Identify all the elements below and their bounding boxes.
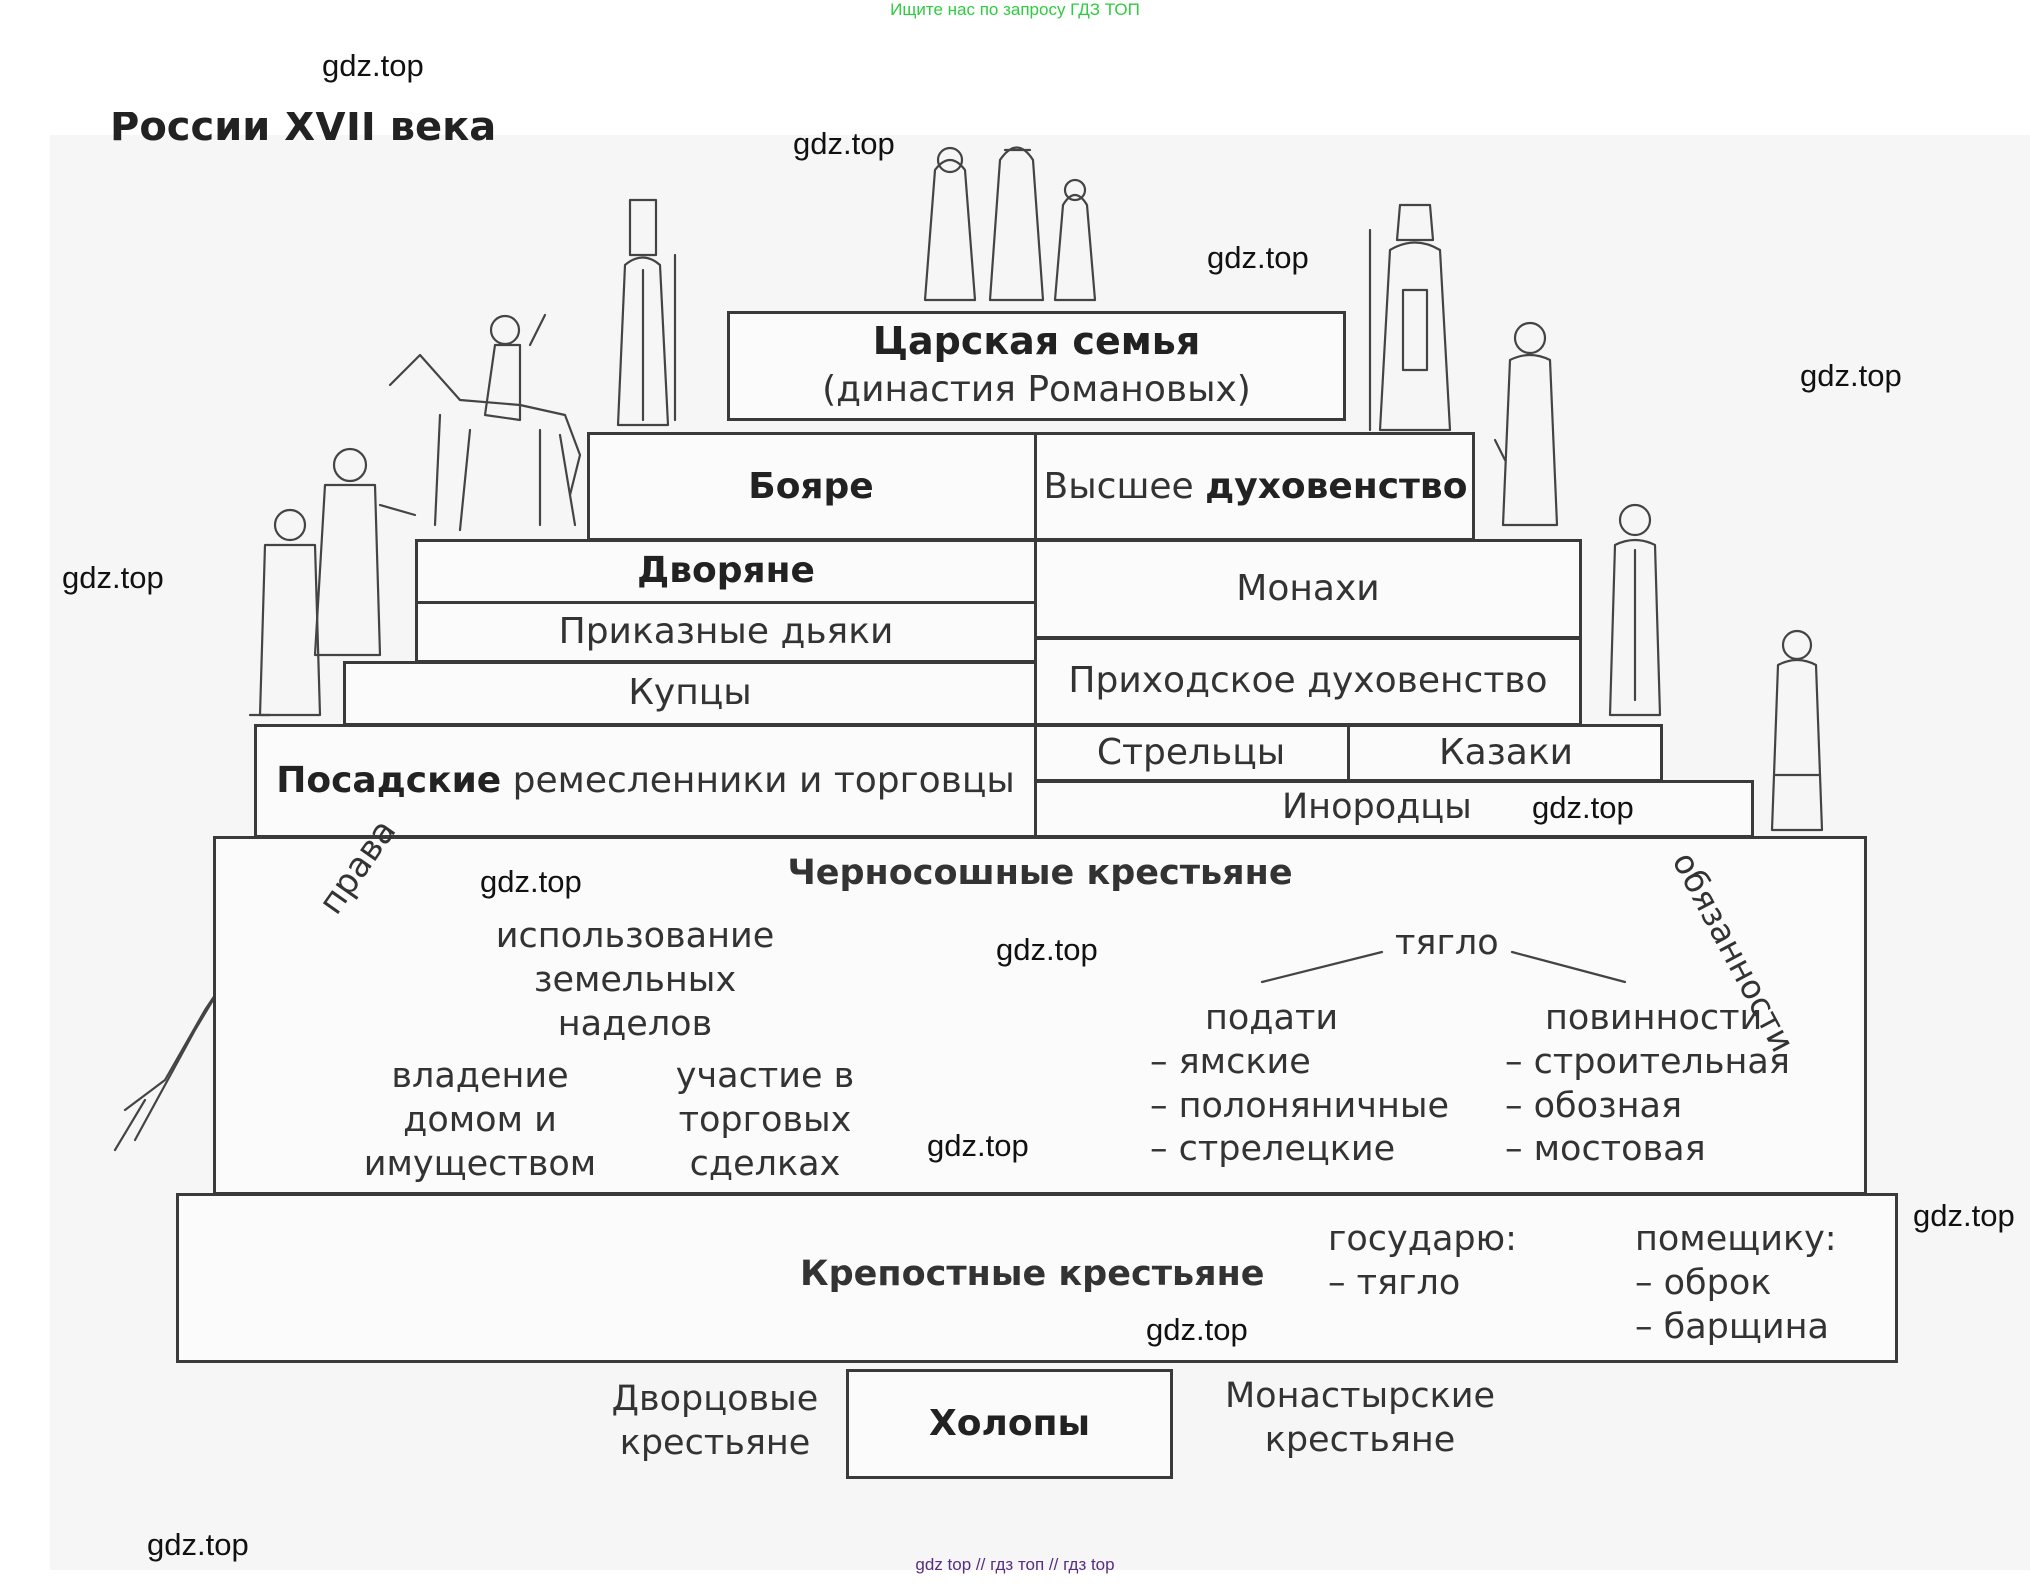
bottom-banner: gdz top // гдз топ // гдз top: [915, 1555, 1115, 1574]
clerk-figure-icon: [616, 198, 677, 427]
obligation-item: – обозная: [1505, 1085, 1683, 1126]
obligation-item: – мостовая: [1505, 1129, 1706, 1170]
monk-figure-icon: [1493, 321, 1559, 527]
inorodtsy-row: [1034, 780, 1754, 838]
watermark: gdz.top: [996, 932, 1098, 967]
obligation-item: – строительная: [1505, 1041, 1790, 1082]
watermark: gdz.top: [1913, 1198, 2015, 1233]
boyars-label: Бояре: [748, 465, 874, 507]
right-trade-line-1: участие в: [675, 1056, 855, 1096]
tsar-family-box: [727, 311, 1346, 421]
tyaglo-branch-lines: [1260, 950, 1627, 984]
serfs-box: [176, 1193, 1898, 1363]
tax-item: – ямские: [1150, 1041, 1311, 1082]
monastery-peasants: Монастырские крестьяне: [1210, 1375, 1510, 1463]
monastery-peasants-line-1: Монастырские: [1224, 1376, 1496, 1416]
watermark: gdz.top: [1207, 240, 1309, 275]
kholopy-box: [846, 1369, 1173, 1479]
posad-normal: ремесленники и торговцы: [501, 760, 1015, 802]
higher-clergy-normal: Высшее: [1043, 465, 1206, 507]
black-peasants-box: [213, 836, 1867, 1195]
merchants-label: Купцы: [628, 672, 752, 714]
right-trade-line-3: сделках: [689, 1143, 841, 1184]
cossacks-label: Казаки: [1439, 732, 1573, 774]
landlord-item: – барщина: [1635, 1306, 1829, 1347]
posad-row: [254, 724, 1037, 838]
clerks-row: [415, 601, 1037, 663]
serfs-to-sovereign: государю: – тягло: [1328, 1218, 1517, 1306]
tsar-family-subtitle: (династия Романовых): [822, 369, 1251, 411]
watermark: gdz.top: [1146, 1312, 1248, 1347]
taxes-title: подати: [1205, 998, 1339, 1038]
nobles-label: Дворяне: [637, 550, 815, 592]
watermark: gdz.top: [1532, 790, 1634, 825]
serfs-title: Крепостные крестьяне: [800, 1254, 1265, 1294]
taxes-block: подати – ямские – полоняничные – стрелец…: [1150, 997, 1449, 1172]
black-peasants-title: Черносошные крестьяне: [787, 853, 1293, 893]
serfs-to-landlord: помещику: – оброк – барщина: [1635, 1218, 1837, 1349]
right-house: владение домом и имуществом: [340, 1055, 620, 1186]
watermark: gdz.top: [1800, 358, 1902, 393]
right-trade: участие в торговых сделках: [640, 1055, 890, 1186]
palace-peasants-line-2: крестьяне: [619, 1422, 811, 1463]
obligations-block: повинности – строительная – обозная – мо…: [1505, 997, 1790, 1172]
streltsy-label: Стрельцы: [1096, 732, 1286, 774]
landlord-title: помещику:: [1635, 1219, 1837, 1259]
right-house-line-2: домом и: [403, 1099, 557, 1140]
right-trade-line-2: торговых: [678, 1099, 852, 1140]
clerks-label: Приказные дьяки: [558, 611, 894, 653]
tax-item: – стрелецкие: [1150, 1129, 1396, 1170]
inorodtsy-label: Инородцы: [1282, 787, 1472, 827]
right-house-line-3: имуществом: [363, 1143, 597, 1184]
palace-peasants-line-1: Дворцовые: [611, 1379, 819, 1419]
sovereign-title: государю:: [1328, 1219, 1517, 1259]
right-land-line-1: использование: [495, 916, 775, 956]
top-banner: Ищите нас по запросу ГДЗ ТОП: [890, 0, 1140, 19]
higher-clergy-bold: духовенство: [1205, 465, 1468, 507]
obligations-title: повинности: [1545, 998, 1763, 1038]
tyaglo-label: тягло: [1395, 923, 1499, 963]
higher-clergy-label: Высшее духовенство: [1037, 434, 1474, 539]
watermark: gdz.top: [927, 1128, 1029, 1163]
posad-label: Посадские ремесленники и торговцы: [254, 726, 1037, 836]
tyaglo-right-branch: [1510, 950, 1627, 984]
monks-label: Монахи: [1236, 568, 1380, 610]
bishop-figure-icon: [1368, 203, 1452, 432]
tax-item: – полоняничные: [1150, 1085, 1450, 1126]
right-land-use: использование земельных наделов: [470, 915, 800, 1046]
strelets-figure-icon: [1608, 503, 1662, 717]
tyaglo-left-branch: [1260, 950, 1384, 984]
right-land-line-2: земельных: [533, 959, 737, 1000]
boyars-row: [587, 432, 1475, 541]
right-land-line-3: наделов: [557, 1003, 713, 1044]
monastery-peasants-line-2: крестьяне: [1264, 1419, 1456, 1460]
sovereign-item: – тягло: [1328, 1262, 1461, 1303]
posad-bold: Посадские: [276, 760, 502, 802]
palace-peasants: Дворцовые крестьяне: [595, 1378, 835, 1466]
horseman-figure-icon: [388, 313, 582, 532]
parish-clergy-label: Приходское духовенство: [1068, 660, 1548, 702]
watermark: gdz.top: [322, 48, 424, 83]
watermark: gdz.top: [147, 1527, 249, 1562]
watermark: gdz.top: [793, 126, 895, 161]
woman-figure-icon: [1770, 629, 1824, 832]
title-text: России XVII века: [110, 112, 497, 150]
kholopy-label: Холопы: [928, 1403, 1090, 1445]
townsman-figures-icon: [248, 447, 417, 717]
diagram-title-fragment: России XVII века: [110, 112, 496, 152]
nobles-row: [415, 539, 1037, 604]
right-house-line-1: владение: [391, 1056, 569, 1096]
landlord-item: – оброк: [1635, 1262, 1772, 1303]
streltsy-divider: [1347, 724, 1350, 781]
watermark: gdz.top: [62, 560, 164, 595]
royal-family-figures-icon: [923, 146, 1097, 302]
tsar-family-title: Царская семья: [872, 319, 1201, 364]
watermark: gdz.top: [480, 864, 582, 899]
